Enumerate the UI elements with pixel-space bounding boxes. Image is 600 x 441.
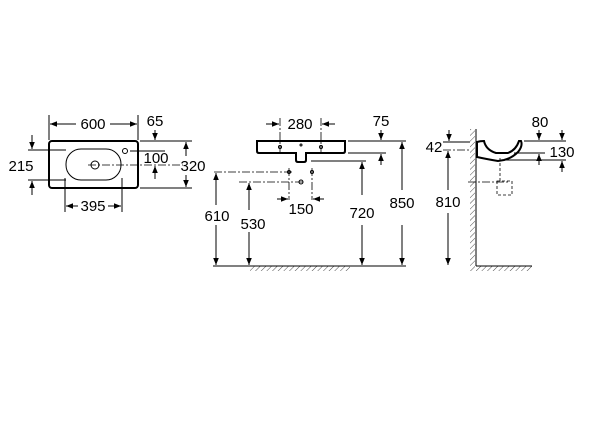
tap-hole-icon <box>122 148 128 154</box>
front-view: 280 75 850 720 150 610 530 <box>204 113 415 271</box>
dim-depth: 320 <box>180 158 205 175</box>
side-view: 42 810 80 130 <box>426 114 575 271</box>
dim-tap-spacing: 280 <box>287 116 312 133</box>
top-view: 600 65 320 100 215 395 <box>8 113 205 215</box>
siphon-outline <box>496 180 513 196</box>
dim-bowl-width: 395 <box>80 198 105 215</box>
dim-supply-spacing: 150 <box>288 201 313 218</box>
dim-total-height: 850 <box>389 195 414 212</box>
dim-drain-offset: 100 <box>143 150 168 167</box>
floor-hatch <box>250 266 350 271</box>
dim-waste-height: 530 <box>240 216 265 233</box>
basin-outline-side <box>476 139 523 163</box>
dim-axis-height: 810 <box>435 194 460 211</box>
bowl-outline <box>65 148 122 181</box>
dim-underside-height: 720 <box>349 205 374 222</box>
dim-tap-offset: 65 <box>147 113 164 130</box>
dim-width: 600 <box>80 116 105 133</box>
dim-rim-height: 75 <box>373 113 390 130</box>
dim-front-drop: 80 <box>532 114 549 131</box>
dim-rim-to-axis: 42 <box>426 139 443 156</box>
wall-hatch <box>470 129 475 271</box>
dim-supply-height: 610 <box>204 208 229 225</box>
floor-hatch-side <box>476 266 532 271</box>
dim-bowl-depth: 215 <box>8 158 33 175</box>
dim-bowl-depth-side: 130 <box>549 144 574 161</box>
